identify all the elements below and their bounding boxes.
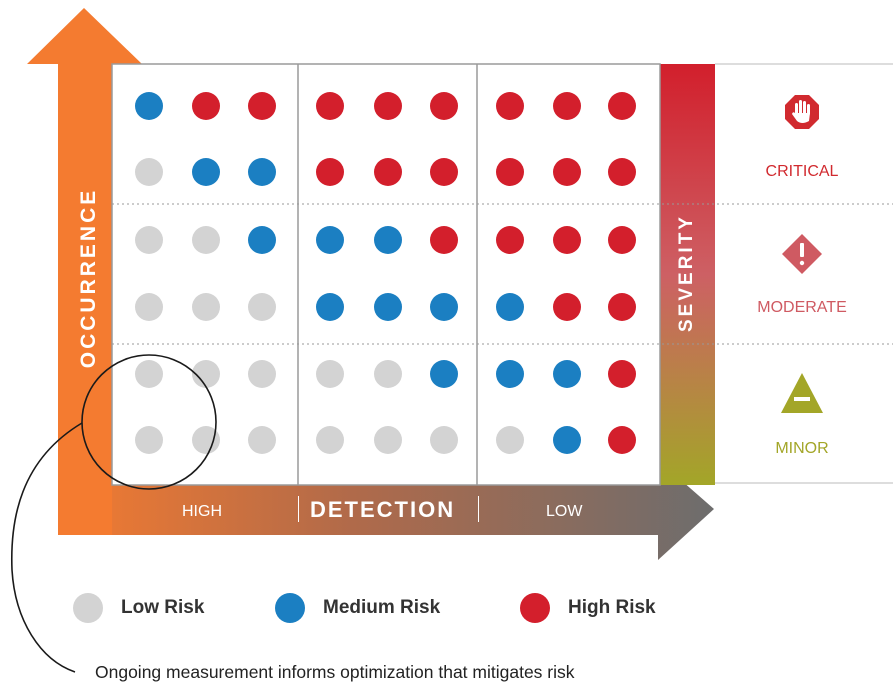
risk-dot-high bbox=[192, 92, 220, 120]
detection-high-label: HIGH bbox=[182, 503, 222, 520]
risk-dot-high bbox=[316, 92, 344, 120]
risk-dot-high bbox=[553, 293, 581, 321]
risk-dot-medium bbox=[553, 360, 581, 388]
risk-dot-high bbox=[374, 158, 402, 186]
legend-low-dot bbox=[73, 593, 103, 623]
risk-dot-medium bbox=[374, 293, 402, 321]
risk-dot-medium bbox=[374, 226, 402, 254]
risk-dot-low bbox=[192, 293, 220, 321]
risk-dot-high bbox=[316, 158, 344, 186]
minus-triangle-icon bbox=[781, 373, 823, 413]
detection-label: DETECTION bbox=[310, 497, 456, 522]
legend-medium-risk: Medium Risk bbox=[275, 593, 440, 623]
legend-medium-label: Medium Risk bbox=[323, 597, 441, 618]
annotation-curve bbox=[10, 422, 83, 673]
risk-dot-low bbox=[135, 360, 163, 388]
risk-dot-high bbox=[608, 293, 636, 321]
risk-dot-medium bbox=[553, 426, 581, 454]
risk-dot-low bbox=[248, 293, 276, 321]
risk-dot-medium bbox=[496, 293, 524, 321]
occurrence-arrow bbox=[27, 8, 142, 535]
risk-dot-high bbox=[608, 226, 636, 254]
detection-label-right-divider bbox=[478, 496, 479, 522]
risk-dot-low bbox=[135, 426, 163, 454]
risk-dot-low bbox=[316, 360, 344, 388]
risk-dot-low bbox=[135, 226, 163, 254]
risk-dot-high bbox=[608, 158, 636, 186]
risk-dot-high bbox=[608, 360, 636, 388]
risk-dot-low bbox=[496, 426, 524, 454]
stop-hand-icon bbox=[785, 95, 819, 129]
risk-dot-medium bbox=[316, 293, 344, 321]
occurrence-label: OCCURRENCE bbox=[77, 187, 100, 369]
severity-bar bbox=[660, 64, 715, 485]
legend-low-risk: Low Risk bbox=[73, 593, 204, 623]
legend-high-label: High Risk bbox=[568, 597, 656, 618]
legend-medium-dot bbox=[275, 593, 305, 623]
risk-dot-medium bbox=[496, 360, 524, 388]
risk-dot-high bbox=[248, 92, 276, 120]
risk-dot-high bbox=[553, 158, 581, 186]
risk-dot-high bbox=[553, 92, 581, 120]
risk-dots bbox=[135, 92, 636, 454]
risk-dot-high bbox=[608, 426, 636, 454]
risk-dot-low bbox=[248, 426, 276, 454]
caption: Ongoing measurement informs optimization… bbox=[95, 662, 575, 682]
risk-dot-high bbox=[496, 92, 524, 120]
detection-low-label: LOW bbox=[546, 503, 583, 520]
exclamation-diamond-icon bbox=[782, 234, 822, 274]
severity-critical-label: CRITICAL bbox=[765, 163, 839, 180]
risk-dot-low bbox=[135, 158, 163, 186]
risk-dot-high bbox=[496, 158, 524, 186]
risk-dot-high bbox=[608, 92, 636, 120]
severity-minor-label: MINOR bbox=[775, 440, 829, 457]
risk-dot-medium bbox=[192, 158, 220, 186]
risk-dot-low bbox=[430, 426, 458, 454]
risk-dot-low bbox=[374, 360, 402, 388]
annotation-circle bbox=[81, 354, 217, 490]
risk-dot-high bbox=[430, 226, 458, 254]
risk-dot-low bbox=[316, 426, 344, 454]
risk-dot-high bbox=[430, 158, 458, 186]
legend-low-label: Low Risk bbox=[121, 597, 205, 618]
risk-dot-low bbox=[192, 360, 220, 388]
risk-dot-low bbox=[192, 426, 220, 454]
risk-dot-medium bbox=[430, 293, 458, 321]
risk-dot-low bbox=[374, 426, 402, 454]
severity-label: SEVERITY bbox=[676, 214, 697, 332]
risk-dot-low bbox=[192, 226, 220, 254]
detection-label-left-divider bbox=[298, 496, 299, 522]
risk-dot-medium bbox=[316, 226, 344, 254]
legend-high-dot bbox=[520, 593, 550, 623]
risk-dot-high bbox=[430, 92, 458, 120]
risk-dot-high bbox=[553, 226, 581, 254]
risk-dot-low bbox=[135, 293, 163, 321]
risk-dot-low bbox=[248, 360, 276, 388]
risk-dot-high bbox=[496, 226, 524, 254]
risk-dot-medium bbox=[248, 158, 276, 186]
risk-dot-high bbox=[374, 92, 402, 120]
severity-moderate-label: MODERATE bbox=[757, 299, 847, 316]
risk-dot-medium bbox=[248, 226, 276, 254]
risk-dot-medium bbox=[135, 92, 163, 120]
matrix-background bbox=[112, 64, 660, 485]
risk-dot-medium bbox=[430, 360, 458, 388]
legend-high-risk: High Risk bbox=[520, 593, 656, 623]
matrix-border bbox=[111, 63, 661, 486]
